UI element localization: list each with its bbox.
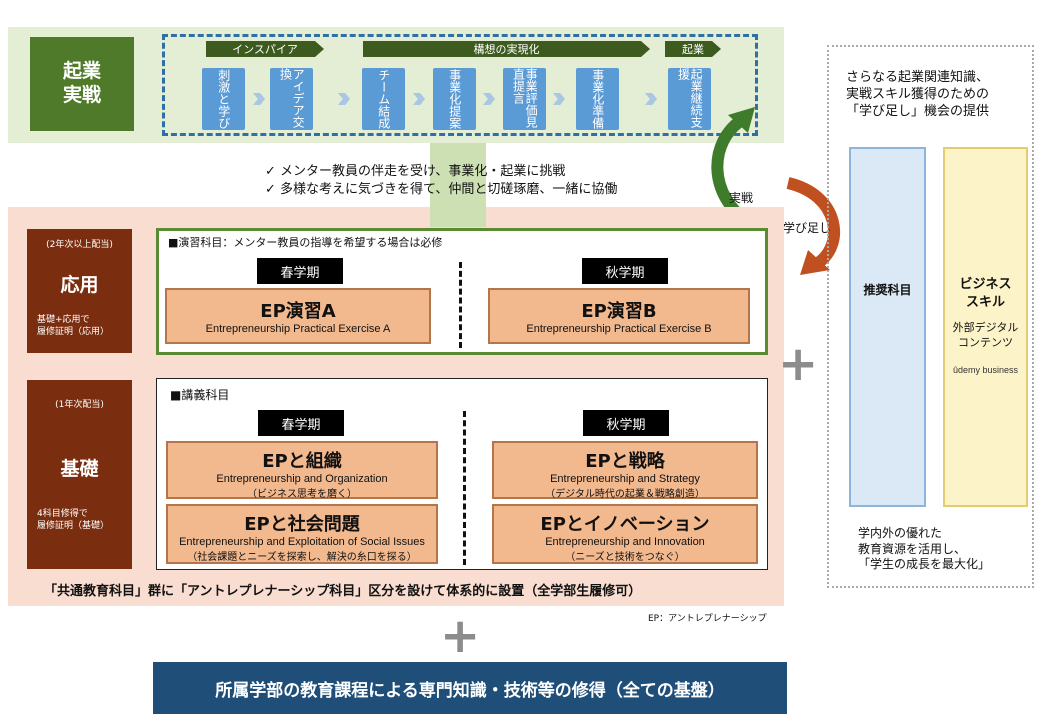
- external-content-label: 外部デジタル コンテンツ: [952, 321, 1019, 349]
- up-arrow-stem: [430, 207, 486, 227]
- manabi-panel: [827, 45, 1034, 588]
- course-jp: （社会課題とニーズを探索し、解決の糸口を探る）: [187, 552, 417, 563]
- applied-spring-label: 春学期: [257, 258, 343, 284]
- phase-inspire: インスパイア: [206, 41, 324, 57]
- applied-header: ■演習科目：メンター教員の指導を希望する場合は必修: [168, 236, 443, 249]
- course-en: Entrepreneurship Practical Exercise B: [526, 323, 712, 335]
- course-title: EPと戦略: [585, 451, 665, 472]
- basic-grade: (1年次配当): [55, 400, 104, 410]
- applied-note: 基礎+応用で 履修証明（応用）: [37, 315, 110, 337]
- course-ep-ensyu-b: EP演習B Entrepreneurship Practical Exercis…: [488, 288, 750, 344]
- check-item-2: ✓ 多様な考えに気づきを得て、仲間と切磋琢磨、一緒に協働: [265, 182, 618, 197]
- foundation-bar: 所属学部の教育課程による専門知識・技術等の修得（全ての基盤）: [153, 662, 787, 714]
- course-en: Entrepreneurship and Exploitation of Soc…: [179, 536, 425, 548]
- basic-note: 4科目修得で 履修証明（基礎）: [37, 509, 110, 531]
- applied-autumn-label: 秋学期: [582, 258, 668, 284]
- ep-note: EP：アントレプレナーシップ: [648, 614, 767, 624]
- chevron-icon: [338, 93, 350, 105]
- chevron-icon: [645, 93, 657, 105]
- basic-spring-label: 春学期: [258, 410, 344, 436]
- udemy-logo: ûdemy business: [952, 364, 1019, 375]
- course-ep-innovation: EPとイノベーション Entrepreneurship and Innovati…: [492, 504, 758, 564]
- basic-side-box: (1年次配当) 基礎 4科目修得で 履修証明（基礎）: [27, 380, 132, 569]
- course-title: EPと社会問題: [244, 514, 360, 535]
- kigyo-jissen-label: 起業 実戦: [30, 37, 134, 131]
- business-skill-column: ビジネス スキル 外部デジタル コンテンツ ûdemy business: [943, 147, 1028, 507]
- plus-icon: +: [778, 336, 819, 392]
- chevron-icon: [553, 93, 565, 105]
- step-stimulus: 刺激と学び: [202, 68, 245, 130]
- course-jp: （デジタル時代の起業＆戦略創造）: [545, 489, 705, 500]
- flow-frame: [162, 34, 758, 136]
- course-en: Entrepreneurship and Innovation: [545, 536, 705, 548]
- applied-grade: (2年次以上配当): [46, 240, 113, 250]
- recommended-label: 推奨科目: [863, 283, 912, 297]
- recommended-column: 推奨科目: [849, 147, 926, 507]
- manabi-arrow-label: 学び足し: [783, 221, 832, 235]
- course-ep-ensyu-a: EP演習A Entrepreneurship Practical Exercis…: [165, 288, 431, 344]
- course-ep-soshiki: EPと組織 Entrepreneurship and Organization …: [166, 441, 438, 500]
- basic-autumn-label: 秋学期: [583, 410, 669, 436]
- phase-kigyo: 起業: [665, 41, 721, 57]
- chevron-icon: [253, 93, 265, 105]
- applied-side-box: (2年次以上配当) 応用 基礎+応用で 履修証明（応用）: [27, 229, 132, 353]
- course-title: EP演習B: [581, 301, 657, 322]
- course-ep-senryaku: EPと戦略 Entrepreneurship and Strategy （デジタ…: [492, 441, 758, 500]
- plus-icon: +: [440, 608, 481, 664]
- step-support: 起業継続支援: [668, 68, 711, 130]
- step-review: 事業評価見直提言: [503, 68, 546, 130]
- course-title: EPとイノベーション: [540, 514, 710, 535]
- basic-title: 基礎: [60, 458, 99, 480]
- course-en: Entrepreneurship and Strategy: [550, 473, 700, 485]
- course-title: EP演習A: [260, 301, 336, 322]
- phase-realize: 構想の実現化: [363, 41, 650, 57]
- basic-header: ■講義科目: [170, 388, 230, 402]
- course-jp: （ビジネス思考を磨く）: [247, 489, 357, 500]
- jissen-arrow-label: 実戦: [729, 191, 754, 205]
- step-team: チーム結成: [362, 68, 405, 130]
- step-idea: アイデア交換: [270, 68, 313, 130]
- applied-title: 応用: [60, 274, 99, 296]
- applied-divider: [459, 262, 462, 348]
- check-item-1: ✓ メンター教員の伴走を受け、事業化・起業に挑戦: [265, 164, 566, 179]
- course-en: Entrepreneurship Practical Exercise A: [205, 323, 391, 335]
- step-proposal: 事業化提案: [433, 68, 476, 130]
- course-jp: （ニーズと技術をつなぐ）: [565, 552, 685, 563]
- course-en: Entrepreneurship and Organization: [216, 473, 388, 485]
- pink-footer: 「共通教育科目」群に「アントレプレナーシップ科目」区分を設けて体系的に設置（全学…: [44, 584, 642, 599]
- chevron-icon: [483, 93, 495, 105]
- manabi-footer: 学内外の優れた 教育資源を活用し、 「学生の成長を最大化」: [858, 526, 991, 572]
- basic-divider: [463, 411, 466, 565]
- step-prep: 事業化準備: [576, 68, 619, 130]
- chevron-icon: [413, 93, 425, 105]
- course-title: EPと組織: [262, 451, 342, 472]
- green-arrowhead-icon: [728, 107, 755, 133]
- orange-arrowhead-icon: [800, 250, 830, 275]
- course-ep-shakai: EPと社会問題 Entrepreneurship and Exploitatio…: [166, 504, 438, 564]
- business-skill-label: ビジネス スキル: [959, 277, 1012, 310]
- manabi-title: さらなる起業関連知識、 実戦スキル獲得のための 「学び足し」機会の提供: [846, 70, 990, 119]
